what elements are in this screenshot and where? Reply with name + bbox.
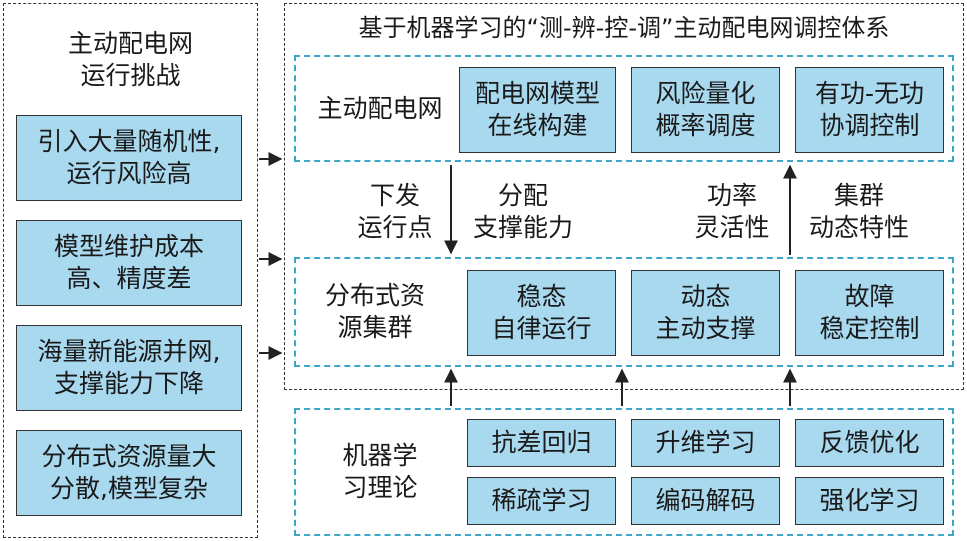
- flow-label-support-allocation: 分配 支撑能力: [472, 181, 573, 242]
- ml-item-sparse-learning: 稀疏学习: [467, 477, 616, 525]
- flow-label-power-flexibility: 功率 灵活性: [694, 181, 770, 242]
- control-system-title: 基于机器学习的“测-辨-控-调”主动配电网调控体系: [358, 14, 890, 42]
- network-group: [294, 55, 954, 162]
- control-system-panel: [284, 3, 964, 390]
- network-group-label: 主动配电网: [317, 94, 443, 123]
- ml-item-lifting-learning: 升维学习: [631, 419, 780, 467]
- resource-item-dynamic-support: 动态 主动支撑: [631, 270, 780, 356]
- resource-group-label: 分布式资 源集群: [324, 281, 425, 342]
- network-item-risk-dispatch: 风险量化 概率调度: [631, 67, 780, 153]
- ml-theory-group: [294, 408, 954, 536]
- ml-item-feedback-optimization: 反馈优化: [795, 419, 944, 467]
- resource-item-steady-state: 稳态 自律运行: [467, 270, 616, 356]
- ml-theory-label: 机器学 习理论: [342, 441, 418, 502]
- resource-group: [294, 257, 954, 367]
- ml-item-robust-regression: 抗差回归: [467, 419, 616, 467]
- challenge-randomness: 引入大量随机性, 运行风险高: [16, 115, 242, 201]
- challenges-title: 主动配电网 运行挑战: [67, 29, 193, 90]
- challenges-panel: [3, 3, 258, 538]
- challenge-distributed: 分布式资源量大 分散,模型复杂: [16, 430, 242, 516]
- network-item-model-build: 配电网模型 在线构建: [459, 67, 616, 153]
- resource-item-fault-control: 故障 稳定控制: [795, 270, 944, 356]
- ml-item-encoder-decoder: 编码解码: [631, 477, 780, 525]
- ml-item-reinforcement-learning: 强化学习: [795, 477, 944, 525]
- flow-label-cluster-dynamics: 集群 动态特性: [808, 181, 909, 242]
- network-item-pq-control: 有功-无功 协调控制: [795, 67, 944, 153]
- challenge-renewables: 海量新能源并网, 支撑能力下降: [16, 325, 242, 411]
- challenge-model-cost: 模型维护成本 高、精度差: [16, 220, 242, 306]
- flow-label-operating-point: 下发 运行点: [357, 181, 433, 242]
